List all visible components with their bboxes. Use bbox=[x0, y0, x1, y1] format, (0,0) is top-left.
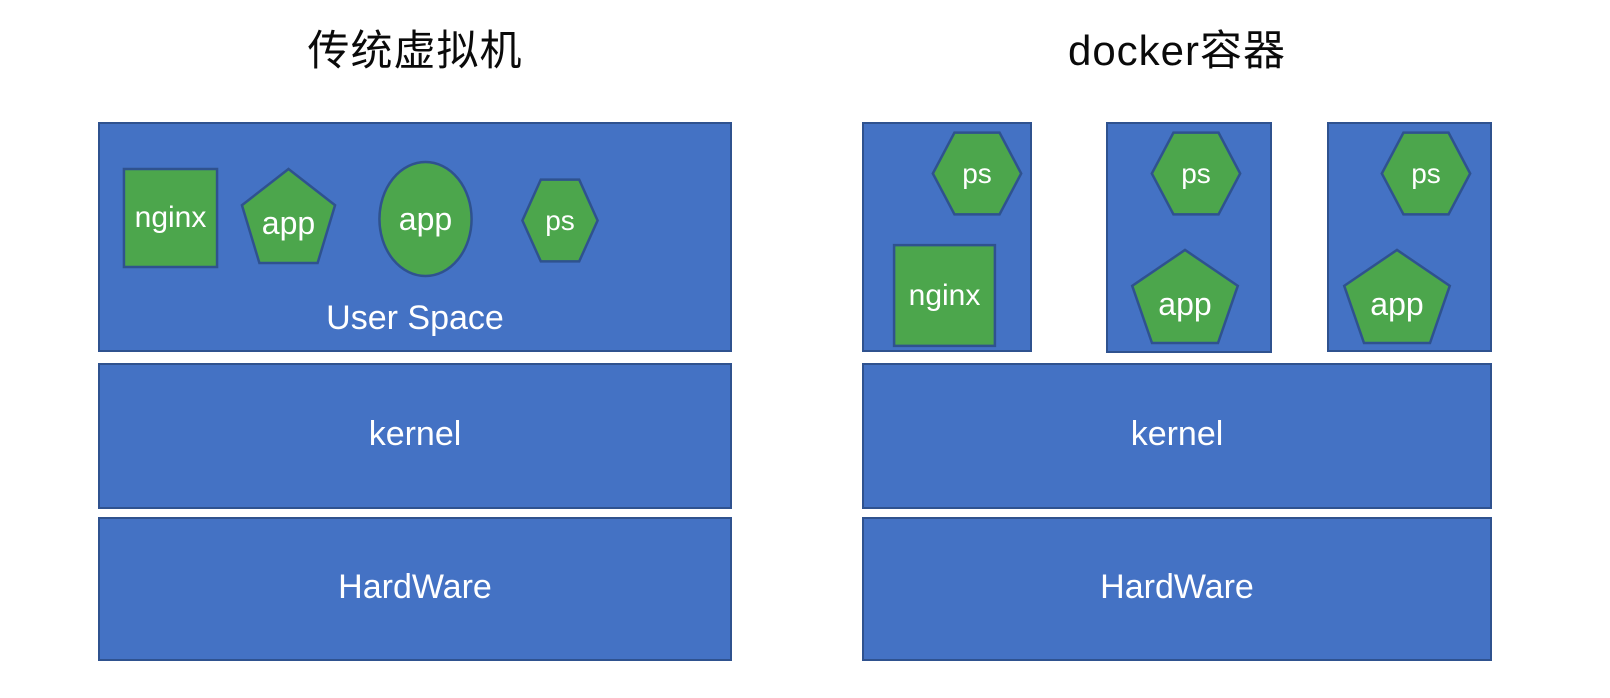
square-icon bbox=[892, 243, 997, 348]
docker-title: docker容器 bbox=[1067, 27, 1287, 74]
process-label: app bbox=[398, 201, 453, 237]
process-label: nginx bbox=[134, 201, 207, 234]
app-process-shape: app bbox=[377, 159, 474, 279]
ps-process-shape: ps bbox=[1149, 130, 1243, 217]
ps-process-shape: ps bbox=[520, 177, 600, 264]
pentagon-icon bbox=[1342, 248, 1452, 345]
hexagon-icon bbox=[520, 177, 600, 264]
vm-title: 传统虚拟机 bbox=[307, 27, 523, 74]
docker-kernel-label: kernel bbox=[1130, 414, 1224, 453]
docker-container-2: ps app bbox=[1106, 122, 1272, 353]
circle-icon bbox=[377, 159, 474, 279]
process-label: ps bbox=[1181, 157, 1211, 189]
process-label: app bbox=[1158, 285, 1212, 322]
docker-hardware-label: HardWare bbox=[1100, 567, 1254, 606]
hexagon-icon bbox=[1379, 130, 1473, 217]
docker-container-1: ps nginx bbox=[862, 122, 1032, 352]
app-process-shape: app bbox=[1130, 248, 1240, 345]
process-label: ps bbox=[545, 204, 575, 236]
vm-hardware-box: HardWare bbox=[98, 517, 732, 661]
process-label: nginx bbox=[908, 278, 981, 312]
user-space-box: nginx app app ps User Space bbox=[98, 122, 732, 352]
hexagon-icon bbox=[930, 130, 1024, 217]
nginx-process-shape: nginx bbox=[122, 167, 219, 269]
process-label: app bbox=[1370, 285, 1424, 322]
process-label: ps bbox=[962, 157, 992, 189]
square-icon bbox=[122, 167, 219, 269]
docker-kernel-box: kernel bbox=[862, 363, 1492, 509]
vm-kernel-box: kernel bbox=[98, 363, 732, 509]
pentagon-icon bbox=[1130, 248, 1240, 345]
docker-container-3: ps app bbox=[1327, 122, 1492, 352]
process-label: ps bbox=[1411, 157, 1441, 189]
docker-hardware-box: HardWare bbox=[862, 517, 1492, 661]
pentagon-icon bbox=[240, 167, 337, 265]
vm-hardware-label: HardWare bbox=[338, 567, 492, 606]
user-space-label: User Space bbox=[326, 299, 504, 337]
process-label: app bbox=[261, 205, 316, 241]
vm-kernel-label: kernel bbox=[368, 414, 462, 453]
app-process-shape: app bbox=[1342, 248, 1452, 345]
ps-process-shape: ps bbox=[1379, 130, 1473, 217]
nginx-process-shape: nginx bbox=[892, 243, 997, 348]
ps-process-shape: ps bbox=[930, 130, 1024, 217]
app-process-shape: app bbox=[240, 167, 337, 265]
hexagon-icon bbox=[1149, 130, 1243, 217]
